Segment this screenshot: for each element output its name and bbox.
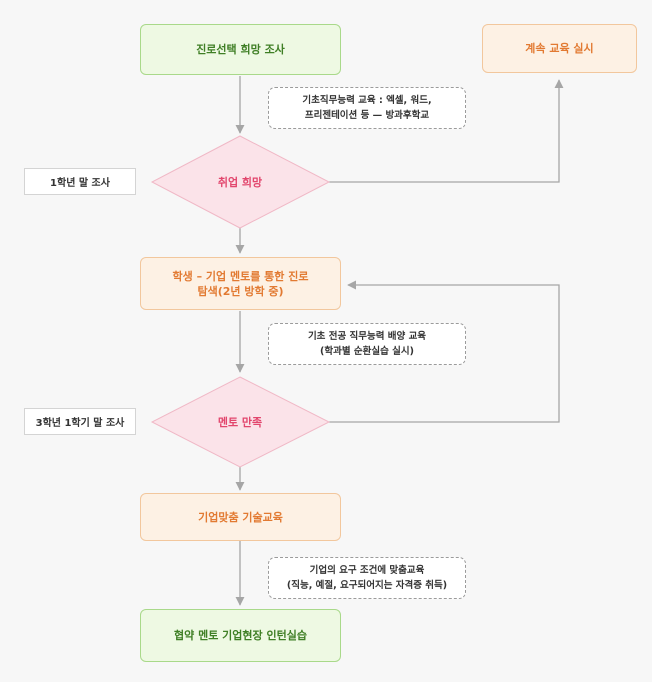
survey-box: 진로선택 희망 조사 — [140, 24, 341, 75]
note-major-skills: 기초 전공 직무능력 배양 교육 (학과별 순환실습 실시) — [268, 323, 466, 365]
note-custom-education-line2: (직능, 예절, 요구되어지는 자격증 취득) — [286, 580, 448, 591]
side-label-year1-text: 1학년 말 조사 — [50, 178, 110, 189]
note-basic-skills-line2: 프리젠테이션 등 — 방과후학교 — [304, 110, 430, 121]
decision-mentor-label: 멘토 만족 — [170, 412, 310, 432]
arrow-job-to-continue — [329, 79, 564, 183]
internship-text: 협약 멘토 기업현장 인턴실습 — [174, 629, 307, 642]
decision-mentor-text: 멘토 만족 — [217, 416, 263, 429]
custom-training-box: 기업맞춤 기술교육 — [140, 493, 341, 541]
mentor-explore-line2: 탐색(2년 방학 중) — [197, 284, 284, 298]
side-label-year1: 1학년 말 조사 — [24, 168, 136, 195]
side-label-year3-text: 3학년 1학기 말 조사 — [35, 418, 125, 429]
note-major-skills-line2: (학과별 순환실습 실시) — [320, 346, 414, 357]
note-major-skills-line1: 기초 전공 직무능력 배양 교육 — [307, 331, 427, 342]
internship-box: 협약 멘토 기업현장 인턴실습 — [140, 609, 341, 662]
decision-job-diamond — [150, 135, 331, 229]
continue-education-text: 계속 교육 실시 — [525, 42, 594, 55]
arrow-satisfaction-loop — [329, 280, 560, 423]
survey-text: 진로선택 희망 조사 — [196, 43, 285, 56]
note-custom-education-line1: 기업의 요구 조건에 맞춤교육 — [309, 565, 425, 576]
note-basic-skills-line1: 기초직무능력 교육 : 엑셀, 워드, — [302, 95, 432, 106]
continue-education-box: 계속 교육 실시 — [482, 24, 637, 73]
custom-training-text: 기업맞춤 기술교육 — [198, 510, 283, 524]
note-basic-skills: 기초직무능력 교육 : 엑셀, 워드, 프리젠테이션 등 — 방과후학교 — [268, 87, 466, 129]
mentor-explore-box: 학생 – 기업 멘토를 통한 진로 탐색(2년 방학 중) — [140, 257, 341, 310]
mentor-explore-line1: 학생 – 기업 멘토를 통한 진로 — [172, 269, 309, 283]
decision-job-text: 취업 희망 — [217, 176, 263, 189]
note-custom-education: 기업의 요구 조건에 맞춤교육 (직능, 예절, 요구되어지는 자격증 취득) — [268, 557, 466, 599]
decision-mentor-diamond — [150, 376, 331, 468]
decision-job-label: 취업 희망 — [170, 172, 310, 192]
side-label-year3: 3학년 1학기 말 조사 — [24, 408, 136, 435]
